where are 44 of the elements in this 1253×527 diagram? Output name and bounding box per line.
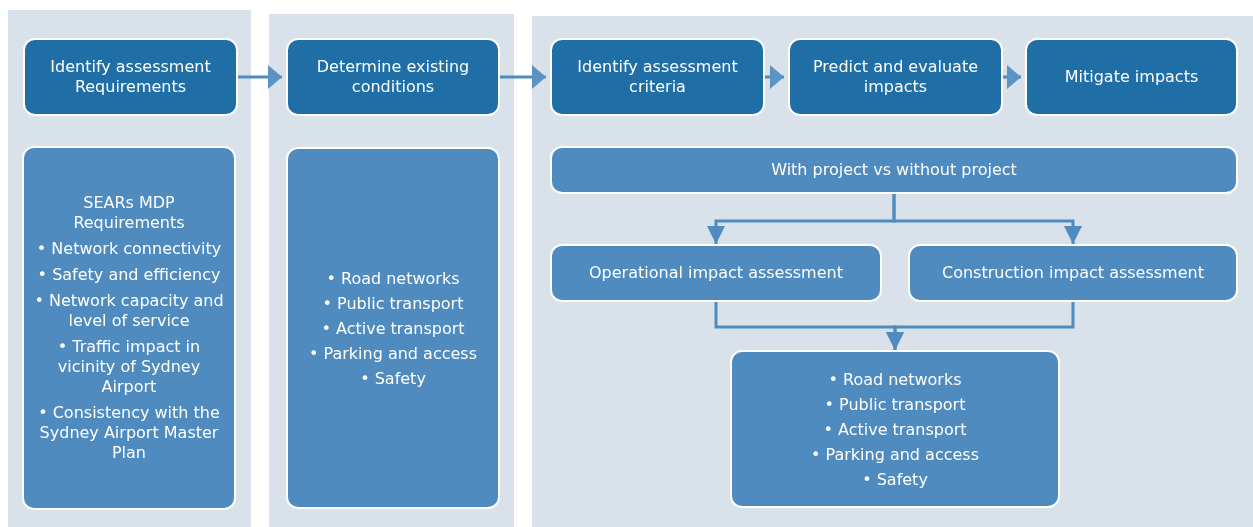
list-item: • Safety: [360, 367, 426, 389]
stage-panel: [532, 16, 1253, 527]
step-box: [550, 38, 765, 116]
step-box: [1025, 38, 1238, 116]
list-item: • Active transport: [321, 317, 465, 339]
step-box: [23, 38, 238, 116]
chevron-arrow: [238, 65, 282, 89]
list-item: With project vs without project: [771, 160, 1017, 180]
step-title: Identify assessment Requirements: [49, 57, 212, 97]
list-item: • Public transport: [824, 393, 966, 415]
list-item: • Traffic impact in vicinity of Sydney Airport: [56, 337, 202, 397]
box-heading: SEARs MDP Requirements: [72, 193, 186, 233]
stage-panel: [269, 14, 514, 527]
list-item: • Public transport: [322, 292, 464, 314]
content-box: [550, 244, 882, 302]
content-box: [286, 147, 500, 509]
step-box: [286, 38, 500, 116]
content-box: [550, 146, 1238, 194]
step-title: Predict and evaluate impacts: [812, 57, 979, 97]
list-item: • Road networks: [828, 368, 962, 390]
chevron-arrow: [500, 65, 546, 89]
list-item: • Safety: [862, 468, 928, 490]
content-box: [22, 146, 236, 510]
step-title: Identify assessment criteria: [576, 57, 739, 97]
step-box: [788, 38, 1003, 116]
content-box: [908, 244, 1238, 302]
list-item: Construction impact assessment: [942, 263, 1204, 283]
content-box: [730, 350, 1060, 508]
list-item: • Parking and access: [811, 443, 979, 465]
connector-arrow: [892, 194, 1082, 244]
list-item: • Parking and access: [309, 342, 477, 364]
step-title: Mitigate impacts: [1064, 67, 1199, 87]
list-item: • Consistency with the Sydney Airport Master Plan: [37, 403, 221, 463]
list-item: Operational impact assessment: [589, 263, 843, 283]
list-item: • Active transport: [823, 418, 967, 440]
chevron-arrow: [765, 65, 784, 89]
list-item: • Safety and efficiency: [37, 265, 221, 285]
connector-arrow: [886, 302, 1075, 350]
stage-panel: [8, 10, 251, 527]
list-item: • Road networks: [326, 267, 460, 289]
list-item: • Network capacity and level of service: [33, 291, 225, 331]
step-title: Determine existing conditions: [315, 57, 471, 97]
list-item: • Network connectivity: [36, 239, 222, 259]
chevron-arrow: [1003, 65, 1021, 89]
